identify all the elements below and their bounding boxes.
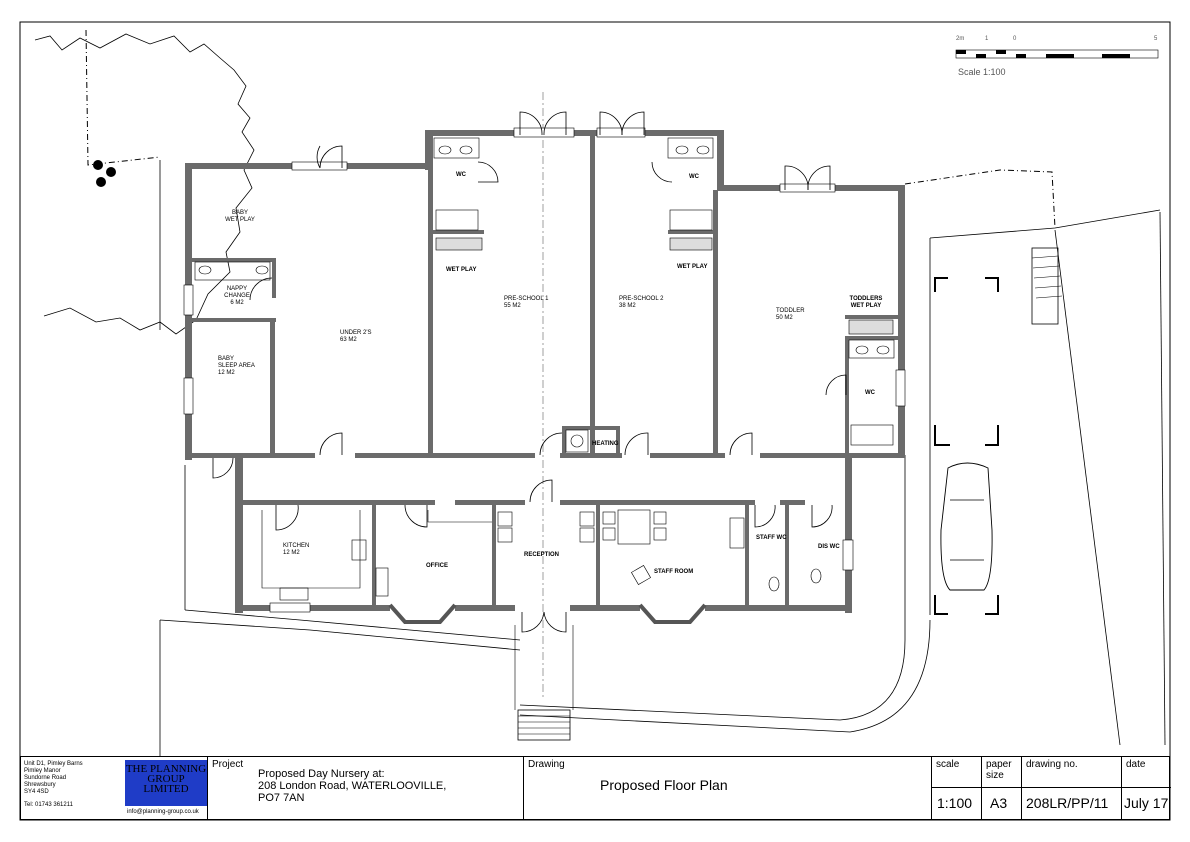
title-block: Unit D1, Pimley Barns Pimley Manor Sundo… <box>20 756 1171 820</box>
address-line: Unit D1, Pimley Barns <box>24 761 83 767</box>
room-staff-room: STAFF ROOM <box>654 569 693 575</box>
logo-text: THE PLANNING GROUP LIMITED <box>125 763 207 795</box>
room-heating: HEATING <box>592 441 619 447</box>
project-cell: Project Proposed Day Nursery at: 208 Lon… <box>207 757 523 819</box>
scale-tick-2m: 2m <box>956 36 964 42</box>
door-swings <box>212 111 847 633</box>
drawing-no-value: 208LR/PP/11 <box>1026 795 1109 811</box>
room-staff-wc: STAFF WC <box>756 535 787 541</box>
paper-size-cell: paper size A3 <box>981 757 1021 819</box>
scale-value: 1:100 <box>937 795 973 811</box>
address-line: Pimley Manor <box>24 768 61 774</box>
date-cell: date July 17 <box>1121 757 1169 819</box>
project-line: Proposed Day Nursery at: <box>258 768 385 780</box>
paper-size-label: paper size <box>986 759 1012 781</box>
fixtures <box>194 137 895 601</box>
room-wc-2: WC <box>689 174 700 180</box>
scale-tick-1: 1 <box>985 36 989 42</box>
company-logo: THE PLANNING GROUP LIMITED <box>125 760 207 806</box>
room-wet-play-1: WET PLAY <box>446 267 476 273</box>
project-line: 208 London Road, WATERLOOVILLE, <box>258 780 447 792</box>
scale-tick-5: 5 <box>1154 36 1158 42</box>
telephone: Tel: 01743 361211 <box>24 802 73 808</box>
address-line: Shrewsbury <box>24 782 56 788</box>
room-dis-wc: DIS WC <box>818 544 840 550</box>
drawing-no-cell: drawing no. 208LR/PP/11 <box>1021 757 1121 819</box>
address-line: Sundorne Road <box>24 775 67 781</box>
tree-symbols <box>93 160 116 187</box>
title-block-divider <box>931 787 1171 788</box>
drawing-label: Drawing <box>528 759 565 770</box>
scale-label: scale <box>936 759 960 770</box>
windows <box>183 127 906 613</box>
date-label: date <box>1126 759 1146 770</box>
room-reception: RECEPTION <box>524 552 559 558</box>
project-label: Project <box>212 759 244 770</box>
scale-caption: Scale 1:100 <box>958 67 1006 77</box>
room-wet-play-2: WET PLAY <box>677 264 707 270</box>
project-text: Proposed Day Nursery at: 208 London Road… <box>258 768 446 804</box>
room-wc-1: WC <box>456 172 467 178</box>
drawing-title: Proposed Floor Plan <box>600 777 728 793</box>
room-wc-3: WC <box>865 390 876 396</box>
drawing-no-label: drawing no. <box>1026 759 1078 770</box>
scale-tick-0: 0 <box>1013 36 1017 42</box>
scale-cell: scale 1:100 <box>931 757 981 819</box>
project-line: PO7 7AN <box>258 792 305 804</box>
site-boundary <box>34 29 1166 760</box>
date-value: July 17 <box>1124 795 1169 811</box>
paper-size-value: A3 <box>990 795 1008 811</box>
address-line: SY4 4SD <box>24 789 49 795</box>
office-address: Unit D1, Pimley Barns Pimley Manor Sundo… <box>24 761 120 809</box>
room-office: OFFICE <box>426 563 448 569</box>
car-symbol <box>940 462 993 591</box>
drawing-cell: Drawing Proposed Floor Plan <box>523 757 931 819</box>
scale-bar: 2m 1 0 5 Scale 1:100 <box>955 36 1159 77</box>
company-email: info@planning-group.co.uk <box>127 809 199 815</box>
sheet-border <box>19 21 1171 821</box>
parking-bays <box>934 277 999 615</box>
